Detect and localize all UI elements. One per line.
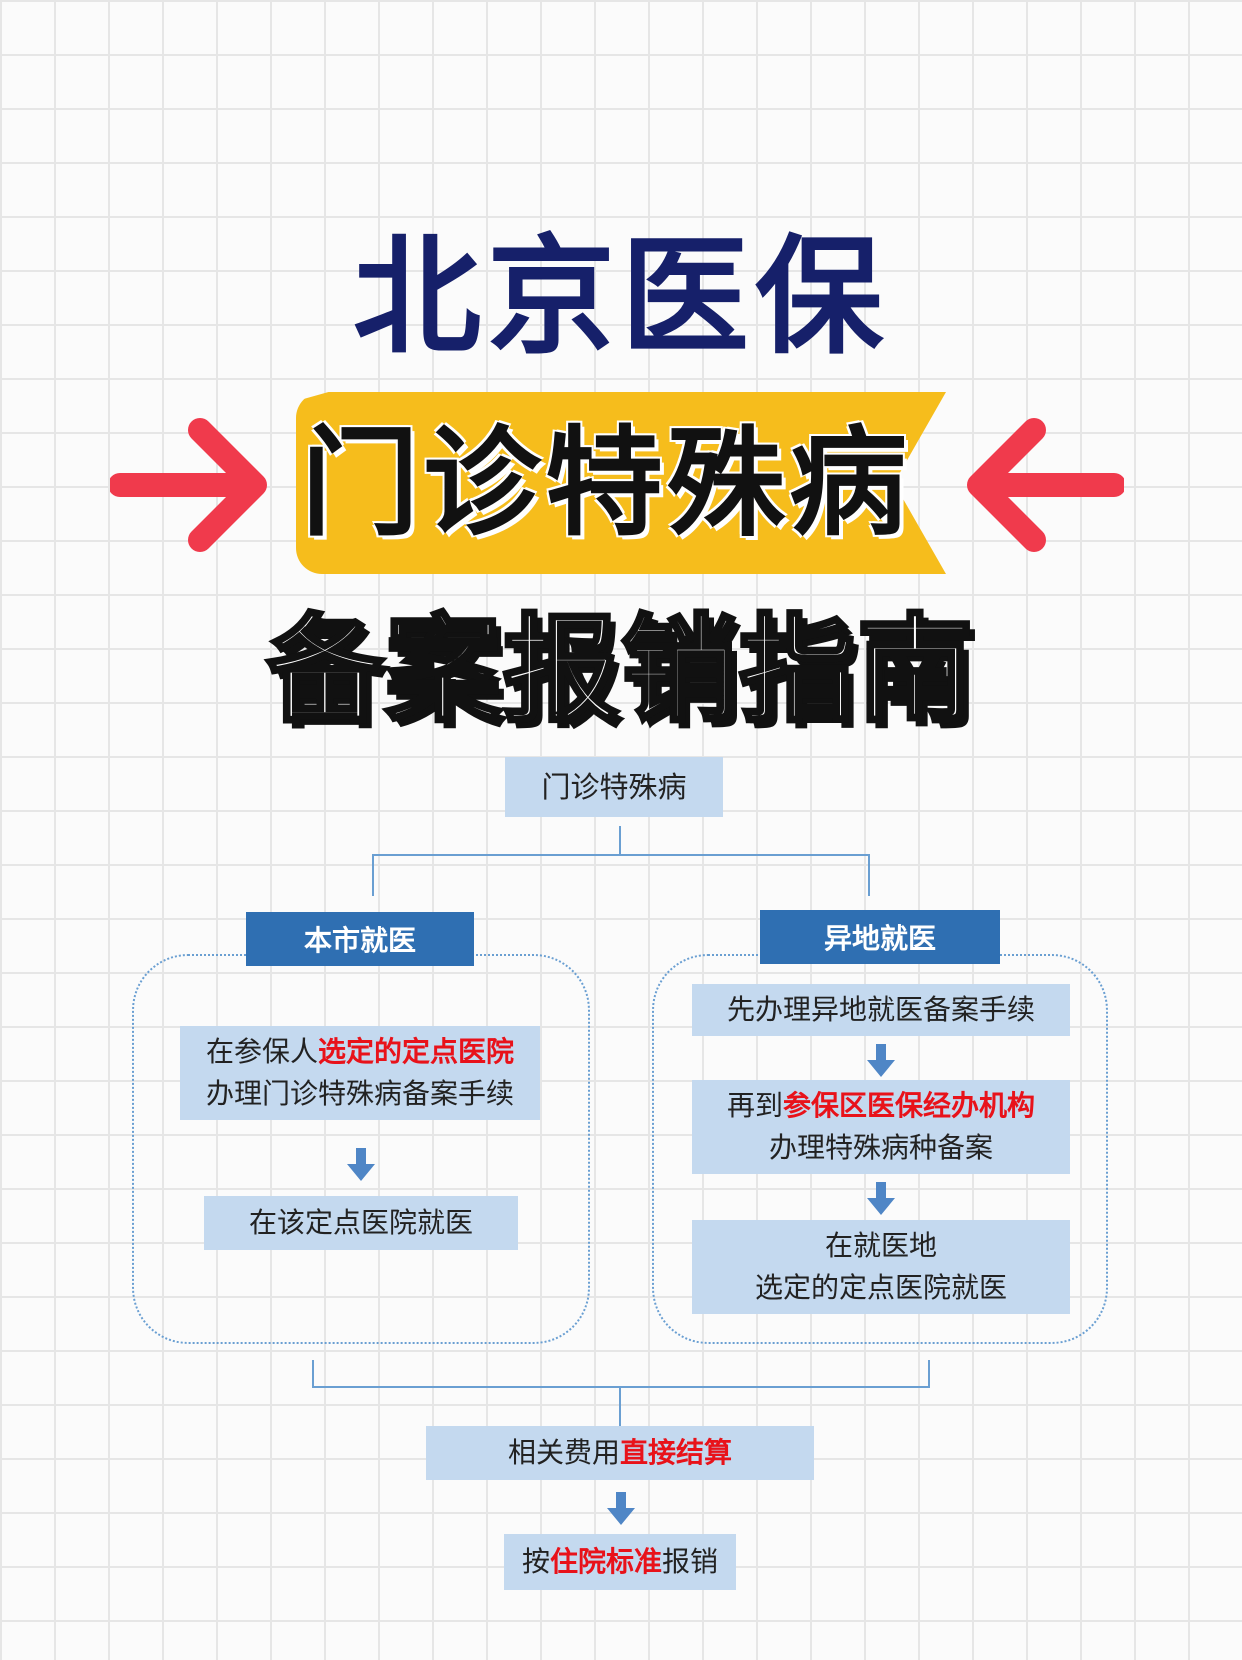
remote-step-treatment-line1: 在就医地 — [824, 1229, 937, 1262]
banner-title: 门诊特殊病 — [300, 414, 911, 552]
connector — [868, 854, 870, 896]
reimbursement-node: 按住院标准报销 — [504, 1534, 736, 1590]
local-step-register-line2: 办理门诊特殊病备案手续 — [205, 1077, 514, 1110]
page-title: 北京医保 — [352, 223, 889, 372]
local-step-register-line1: 在参保人选定的定点医院 — [205, 1035, 515, 1068]
settlement-node-label: 相关费用直接结算 — [507, 1436, 733, 1469]
down-arrow-icon — [347, 1148, 375, 1181]
local-branch-title: 本市就医 — [303, 924, 416, 957]
local-step-treatment-label: 在该定点医院就医 — [248, 1206, 473, 1239]
remote-branch-title: 异地就医 — [823, 922, 936, 955]
remote-branch-header: 异地就医 — [760, 910, 1000, 964]
settlement-node: 相关费用直接结算 — [426, 1426, 814, 1480]
down-arrow-icon — [867, 1182, 895, 1215]
left-arrow-icon — [967, 418, 1124, 552]
local-step-register: 在参保人选定的定点医院 办理门诊特殊病备案手续 — [180, 1026, 540, 1120]
connector — [928, 1360, 930, 1388]
connector — [312, 1386, 930, 1388]
down-arrow-icon — [867, 1044, 895, 1077]
connector — [312, 1360, 314, 1388]
remote-step-treatment-line2: 选定的定点医院就医 — [754, 1271, 1007, 1304]
page-subtitle: 备案报销指南 — [265, 603, 975, 738]
connector — [372, 854, 374, 896]
connector — [372, 854, 870, 856]
connector — [619, 1386, 621, 1426]
remote-step-register: 再到参保区医保经办机构 办理特殊病种备案 — [692, 1080, 1070, 1174]
connector — [619, 826, 621, 856]
remote-step-filing: 先办理异地就医备案手续 — [692, 984, 1070, 1036]
reimbursement-node-label: 按住院标准报销 — [521, 1545, 719, 1578]
banner-background — [296, 392, 946, 574]
remote-step-filing-label: 先办理异地就医备案手续 — [726, 993, 1035, 1026]
remote-step-register-line2: 办理特殊病种备案 — [768, 1131, 993, 1164]
local-branch-header: 本市就医 — [246, 912, 474, 966]
down-arrow-icon — [607, 1492, 635, 1525]
remote-step-register-line1: 再到参保区医保经办机构 — [726, 1089, 1036, 1122]
remote-step-treatment: 在就医地 选定的定点医院就医 — [692, 1220, 1070, 1314]
root-node-label: 门诊特殊病 — [541, 770, 687, 804]
root-node: 门诊特殊病 — [505, 757, 723, 817]
right-arrow-icon — [110, 418, 267, 552]
local-step-treatment: 在该定点医院就医 — [204, 1196, 518, 1250]
